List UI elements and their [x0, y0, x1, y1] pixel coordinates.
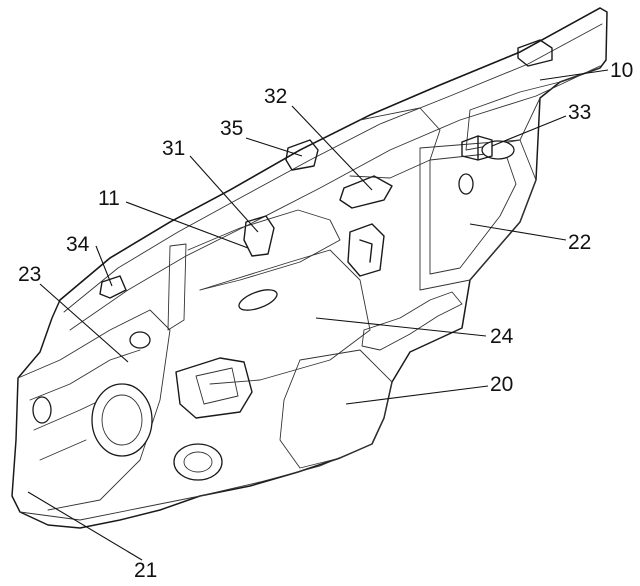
ref-label-34: 34 [66, 233, 90, 256]
ref-label-10: 10 [610, 59, 634, 82]
leader-31 [189, 155, 259, 233]
steering-mount-inner [195, 367, 239, 405]
large-opening-left [91, 383, 153, 457]
slot-hole-center [238, 289, 278, 311]
cowl-top-edge [59, 7, 601, 301]
center-mount-bracket [347, 223, 385, 277]
center-brace [349, 107, 441, 179]
leader-10 [539, 69, 609, 81]
leader-35 [245, 137, 303, 157]
cowl-lower-edge [69, 65, 601, 331]
ref-label-21: 21 [134, 559, 158, 582]
ref-label-11: 11 [98, 187, 120, 210]
left-vertical-rib [167, 243, 187, 331]
panel-24 [199, 249, 371, 385]
cowl-inner-edge [63, 23, 603, 313]
large-opening-left-inner [101, 394, 143, 446]
leader-32 [291, 105, 373, 191]
leader-21 [27, 491, 143, 561]
leader-33 [491, 115, 567, 147]
bracket-34 [99, 275, 127, 299]
steering-mount [175, 357, 253, 419]
side-panel-22 [419, 139, 537, 291]
ref-label-31: 31 [162, 137, 186, 160]
ref-label-23: 23 [18, 263, 42, 286]
ref-label-35: 35 [220, 117, 244, 140]
leader-23 [39, 283, 129, 363]
cross-rib-24 [361, 291, 463, 351]
ref-label-32: 32 [264, 85, 288, 108]
hole-upper-right [481, 140, 515, 160]
bracket-32 [339, 175, 393, 209]
left-side-21 [17, 309, 171, 511]
brace-11 [187, 209, 341, 291]
hole-far-left [32, 396, 52, 424]
hole-left-small [129, 331, 151, 349]
ref-label-33: 33 [568, 101, 592, 124]
leader-24 [315, 317, 487, 337]
bracket-35 [285, 139, 319, 171]
hole-lower-center [173, 443, 223, 481]
hole-right-small [458, 173, 474, 195]
leader-lines [27, 69, 609, 561]
hole-lower-center-inner [183, 451, 213, 473]
ref-label-20: 20 [490, 373, 514, 396]
bracket-33 [461, 135, 493, 161]
ref-label-24: 24 [490, 325, 514, 348]
panel-outline [11, 7, 608, 529]
ref-label-22: 22 [568, 231, 592, 254]
leader-20 [345, 385, 489, 405]
bracket-31 [243, 215, 275, 257]
leader-34 [95, 245, 113, 287]
bottom-lip [19, 443, 373, 521]
leader-11 [125, 201, 249, 249]
top-right-bracket [517, 39, 553, 67]
leader-22 [469, 223, 567, 241]
